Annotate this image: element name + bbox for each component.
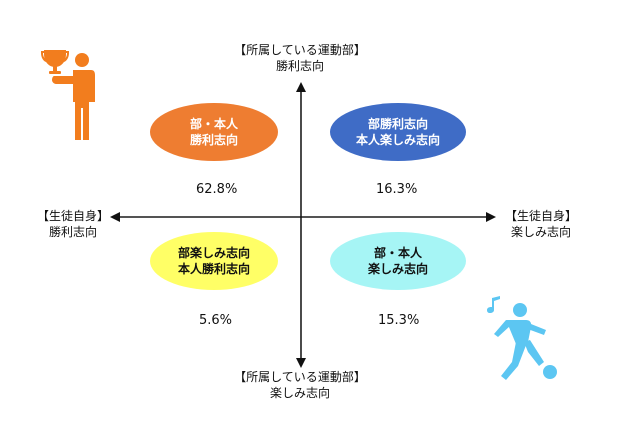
axis-label-top: 【所属している運動部】 勝利志向 (230, 42, 370, 74)
quadrant-top-right-line2: 本人楽しみ志向 (355, 133, 440, 147)
quadrant-bottom-left-line1: 部楽しみ志向 (177, 246, 250, 260)
quadrant-bottom-left-ellipse: 部楽しみ志向 本人勝利志向 (150, 232, 278, 290)
quadrant-bottom-right-ellipse: 部・本人 楽しみ志向 (330, 232, 466, 290)
quadrant-top-right-percent: 16.3% (376, 182, 418, 197)
quadrant-bottom-right-line2: 楽しみ志向 (367, 262, 428, 276)
quadrant-top-left-percent: 62.8% (196, 182, 238, 197)
axis-label-bottom-line2: 楽しみ志向 (269, 386, 330, 400)
quadrant-bottom-right-line1: 部・本人 (373, 246, 422, 260)
axis-label-left-line1: 【生徒自身】 (36, 209, 109, 223)
quadrant-bottom-left-percent: 5.6% (199, 313, 233, 328)
quadrant-top-left-line1: 部・本人 (189, 117, 238, 131)
axis-label-top-line2: 勝利志向 (275, 59, 324, 73)
quadrant-top-left-line2: 勝利志向 (189, 133, 238, 147)
axis-label-top-line1: 【所属している運動部】 (234, 43, 366, 57)
soccer-player-icon (487, 296, 557, 380)
axis-label-right-line2: 楽しみ志向 (510, 225, 571, 239)
axis-label-bottom-line1: 【所属している運動部】 (234, 370, 366, 384)
axis-label-bottom: 【所属している運動部】 楽しみ志向 (230, 369, 370, 401)
axis-label-left: 【生徒自身】 勝利志向 (28, 208, 118, 240)
quadrant-top-left-ellipse: 部・本人 勝利志向 (150, 103, 278, 161)
quadrant-top-right-line1: 部勝利志向 (367, 117, 428, 131)
axis-label-left-line2: 勝利志向 (48, 225, 97, 239)
axis-label-right: 【生徒自身】 楽しみ志向 (496, 208, 586, 240)
trophy-person-icon (41, 50, 95, 140)
quadrant-top-right-ellipse: 部勝利志向 本人楽しみ志向 (330, 103, 466, 161)
axis-label-right-line1: 【生徒自身】 (504, 209, 577, 223)
quadrant-bottom-left-line2: 本人勝利志向 (177, 262, 250, 276)
quadrant-bottom-right-percent: 15.3% (378, 313, 420, 328)
